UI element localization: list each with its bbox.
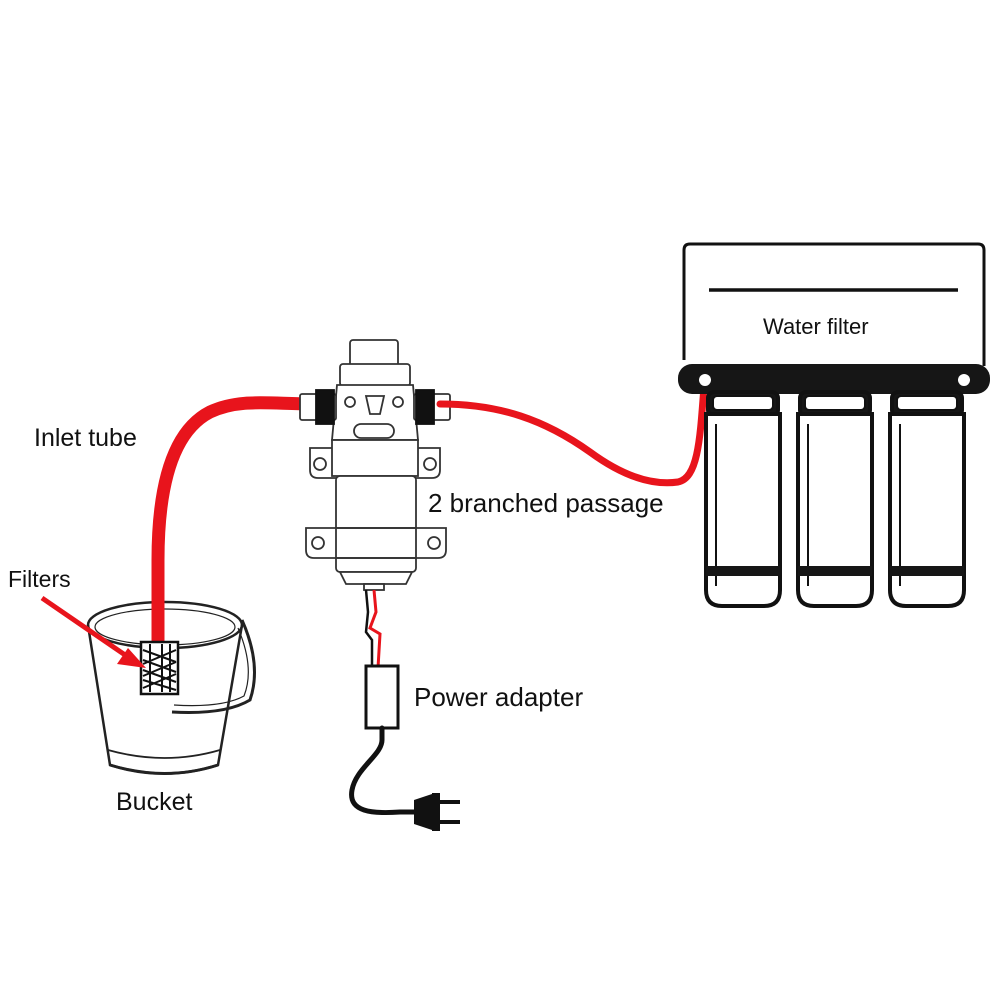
power-adapter-box [364, 664, 400, 730]
pump-icon [299, 339, 451, 591]
bucket-bottom-band [107, 749, 221, 759]
power-cord-to-plug [349, 725, 421, 816]
filters-arrow [40, 595, 146, 668]
label-water-filter: Water filter [763, 314, 869, 339]
water-filter-icon [678, 242, 990, 608]
bucket-rim-inner [94, 608, 236, 646]
filter-manifold [678, 364, 990, 394]
label-branched-passage: 2 branched passage [428, 488, 664, 518]
label-filters: Filters [8, 566, 71, 592]
outlet-tube [436, 382, 708, 487]
label-bucket: Bucket [116, 788, 193, 816]
plug-icon [414, 793, 460, 831]
power-cord-red [368, 589, 382, 669]
bucket-base [109, 763, 219, 775]
label-inlet-tube: Inlet tube [34, 424, 137, 452]
label-power-adapter: Power adapter [414, 682, 584, 712]
inlet-tube [151, 396, 319, 652]
filter-mount-box [682, 242, 986, 366]
power-cord-black [364, 589, 374, 668]
bucket-handle-inner [173, 627, 249, 707]
strainer-filter-icon [139, 640, 180, 696]
bucket-handle [171, 619, 256, 714]
